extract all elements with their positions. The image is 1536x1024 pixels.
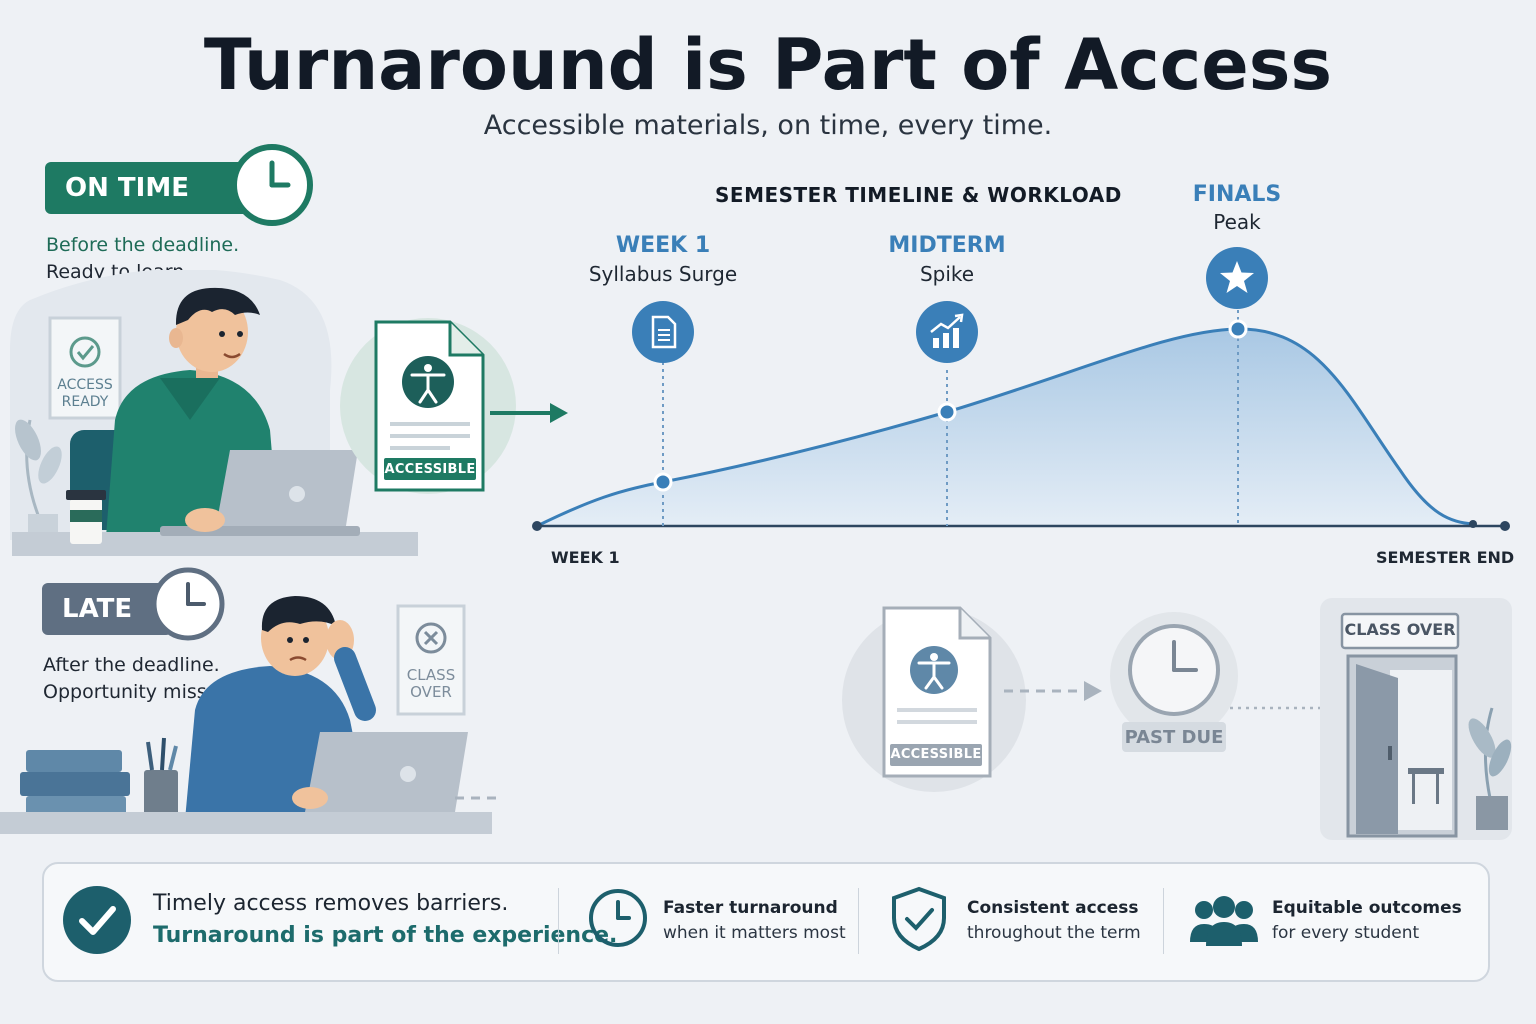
milestone-point-finals [1228, 319, 1248, 339]
access-ready-sign-line1: ACCESS [57, 377, 113, 393]
arrow-right-icon [490, 403, 568, 423]
check-circle-icon [63, 886, 131, 954]
past-due-tag: PAST DUE [1124, 727, 1224, 748]
milestone-week1-name: WEEK 1 [615, 233, 711, 258]
benefits-bar [42, 862, 1490, 982]
feature-3-sub: for every student [1272, 923, 1420, 943]
timeline-start-label: WEEK 1 [551, 548, 620, 567]
late-line1: After the deadline. [43, 654, 220, 676]
footer-divider [858, 888, 859, 954]
page-subtitle: Accessible materials, on time, every tim… [483, 110, 1053, 141]
on-time-student-illustration [10, 270, 418, 556]
late-clock-icon [151, 567, 225, 641]
footer-main-line1: Timely access removes barriers. [153, 891, 509, 916]
milestone-week1-sub: Syllabus Surge [588, 262, 738, 286]
class-over-door-sign: CLASS OVER [1344, 620, 1456, 639]
late-badge-label: LATE [62, 594, 133, 624]
on-time-clock-icon [231, 144, 313, 226]
feature-1-title: Faster turnaround [663, 898, 838, 918]
access-ready-sign: ACCESS READY [50, 377, 120, 411]
timeline-end-label: SEMESTER END [1376, 548, 1515, 567]
on-time-doc-tag: ACCESSIBLE [384, 462, 476, 477]
feature-1-sub: when it matters most [663, 923, 846, 943]
past-due-clock-icon [1110, 612, 1238, 752]
clock-icon [589, 889, 647, 947]
closed-classroom-door-illustration [1320, 598, 1512, 840]
document-icon [632, 301, 694, 363]
shield-check-icon [892, 886, 946, 952]
on-time-badge-label: ON TIME [65, 173, 189, 203]
accessible-document-icon [340, 318, 516, 494]
dashed-arrow-icon [1004, 681, 1102, 701]
milestone-finals-sub: Peak [1213, 210, 1261, 234]
access-ready-sign-line2: READY [61, 394, 109, 410]
late-student-illustration [0, 596, 500, 834]
milestone-finals-name: FINALS [1192, 182, 1282, 207]
star-icon [1206, 247, 1268, 309]
late-accessible-document-icon [842, 606, 1026, 792]
milestone-midterm-sub: Spike [919, 262, 975, 286]
milestone-point-midterm [937, 402, 957, 422]
class-over-sign: CLASS OVER [398, 667, 464, 701]
dotted-connector [1230, 706, 1334, 710]
on-time-line1: Before the deadline. [46, 234, 240, 256]
class-over-sign-line2: OVER [410, 683, 452, 701]
people-icon [1190, 896, 1258, 946]
on-time-badge: ON TIME [45, 162, 255, 214]
timeline-title: SEMESTER TIMELINE & WORKLOAD [715, 183, 1122, 207]
late-doc-tag: ACCESSIBLE [890, 747, 982, 762]
late-badge: LATE [42, 583, 172, 635]
late-line2: Opportunity missed. [43, 681, 237, 703]
workload-curve-chart [532, 310, 1510, 531]
footer-divider [1163, 888, 1164, 954]
footer-main-line2: Turnaround is part of the experience. [153, 923, 618, 948]
milestone-midterm-name: MIDTERM [888, 233, 1006, 258]
workload-area [537, 328, 1473, 526]
footer-divider [558, 888, 559, 954]
feature-3-title: Equitable outcomes [1272, 898, 1462, 918]
page-title: Turnaround is Part of Access [203, 24, 1333, 106]
class-over-sign-line1: CLASS [406, 666, 456, 684]
chart-up-icon [916, 301, 978, 363]
feature-2-sub: throughout the term [967, 923, 1141, 943]
feature-2-title: Consistent access [967, 898, 1139, 918]
milestone-point-week1 [653, 472, 673, 492]
late-description: After the deadline. Opportunity missed. [43, 652, 236, 706]
